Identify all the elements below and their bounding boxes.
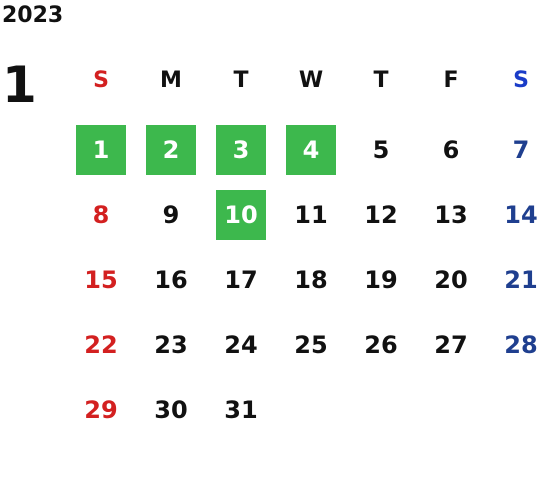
day-cell: 27 <box>434 331 468 359</box>
weekday-header-saturday: S <box>513 68 529 93</box>
highlighted-day-cell: 3 <box>216 125 266 175</box>
weekday-header-sunday: S <box>93 68 109 93</box>
day-cell: 8 <box>92 201 110 229</box>
day-cell: 29 <box>84 396 118 424</box>
day-cell: 16 <box>154 266 188 294</box>
day-cell: 13 <box>434 201 468 229</box>
day-cell: 23 <box>154 331 188 359</box>
day-cell: 28 <box>504 331 538 359</box>
day-cell: 11 <box>294 201 328 229</box>
weekday-header-wednesday: W <box>298 68 324 93</box>
highlighted-day-cell: 10 <box>216 190 266 240</box>
day-cell: 24 <box>224 331 258 359</box>
day-cell: 7 <box>512 136 530 164</box>
day-cell: 12 <box>364 201 398 229</box>
day-cell: 14 <box>504 201 538 229</box>
weekday-header-tuesday: T <box>233 68 249 93</box>
day-cell: 19 <box>364 266 398 294</box>
weekday-header-thursday: T <box>373 68 389 93</box>
day-cell: 25 <box>294 331 328 359</box>
day-cell: 5 <box>372 136 390 164</box>
day-cell: 20 <box>434 266 468 294</box>
weekday-header-monday: M <box>160 68 182 93</box>
day-cell: 31 <box>224 396 258 424</box>
highlighted-day-cell: 4 <box>286 125 336 175</box>
day-cell: 9 <box>162 201 180 229</box>
day-cell: 26 <box>364 331 398 359</box>
day-cell: 30 <box>154 396 188 424</box>
day-cell: 6 <box>442 136 460 164</box>
day-cell: 22 <box>84 331 118 359</box>
calendar-year: 2023 <box>2 3 64 28</box>
day-cell: 17 <box>224 266 258 294</box>
day-cell: 18 <box>294 266 328 294</box>
highlighted-day-cell: 2 <box>146 125 196 175</box>
weekday-header-friday: F <box>443 68 459 93</box>
highlighted-day-cell: 1 <box>76 125 126 175</box>
day-cell: 15 <box>84 266 118 294</box>
day-cell: 21 <box>504 266 538 294</box>
calendar-month: 1 <box>2 56 37 114</box>
